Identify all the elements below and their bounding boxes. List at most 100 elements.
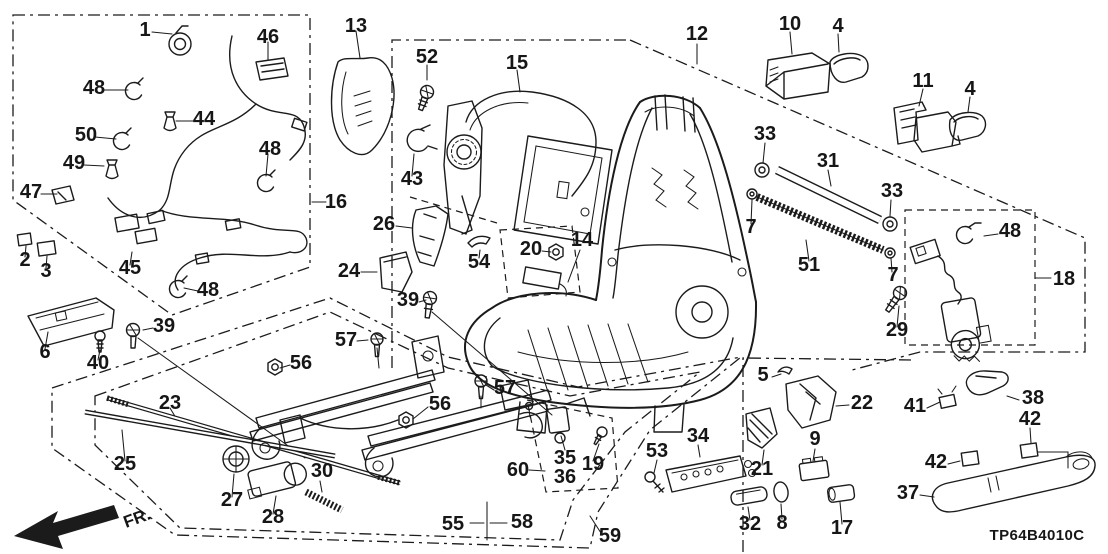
callout-43: 43 — [401, 168, 423, 190]
dashed-box-20 — [499, 225, 581, 299]
clip-48a — [124, 77, 144, 101]
unit-10 — [765, 52, 831, 100]
motor-18-group — [909, 222, 992, 362]
bracket-22 — [785, 375, 837, 429]
fr-label: FR. — [121, 505, 153, 532]
worm-screw-30 — [304, 488, 344, 514]
callout-12: 12 — [686, 23, 708, 45]
callout-50: 50 — [75, 124, 97, 146]
callout-25: 25 — [114, 453, 136, 475]
callout-55: 55 — [442, 513, 464, 535]
callout-52: 52 — [416, 46, 438, 68]
callout-20: 20 — [520, 238, 542, 260]
screw-40 — [94, 330, 106, 353]
dashed-segment-20-link — [409, 196, 498, 224]
callout-5: 5 — [757, 364, 768, 386]
dashed-box-recliner — [391, 39, 630, 368]
callout-28: 28 — [262, 506, 284, 528]
callout-44: 44 — [193, 108, 216, 130]
seat-frame-group — [464, 94, 758, 434]
control-unit-6 — [27, 297, 115, 347]
armrest-group — [931, 370, 1096, 513]
wire-harness-group — [16, 25, 308, 353]
dashed-boundary-right — [629, 39, 1086, 371]
callout-4a: 4 — [832, 15, 844, 37]
bolt-57b — [474, 374, 488, 400]
bolt-57a — [370, 332, 384, 358]
callout-57b: 57 — [494, 377, 516, 399]
backpad-wire-15 — [465, 90, 597, 197]
callout-9: 9 — [809, 428, 820, 450]
callout-49: 49 — [63, 152, 85, 174]
clip-48c — [168, 275, 188, 299]
shield-21 — [745, 407, 778, 449]
callout-47: 47 — [20, 181, 42, 203]
lever-26 — [411, 205, 449, 267]
callout-59: 59 — [599, 525, 621, 547]
callout-23: 23 — [159, 392, 181, 414]
callout-39b: 39 — [397, 289, 419, 311]
clip-5 — [777, 366, 793, 375]
callout-7b: 7 — [887, 264, 898, 286]
callout-48d: 48 — [999, 220, 1021, 242]
relay-3 — [36, 240, 57, 257]
fr-direction-indicator: FR. — [14, 505, 153, 549]
callout-31: 31 — [817, 150, 839, 172]
back-panel — [513, 135, 613, 245]
cap-4b — [948, 111, 987, 141]
callout-14: 14 — [571, 229, 594, 251]
callout-51: 51 — [798, 254, 820, 276]
bottom-right-parts-group — [644, 366, 856, 506]
sensor-14 — [522, 266, 567, 297]
screw-19 — [593, 426, 608, 446]
cover-13-group — [330, 57, 395, 156]
knob-8 — [773, 481, 789, 503]
clip-48b — [256, 169, 276, 193]
dashed-polygon-outer-59 — [51, 297, 742, 549]
clip-42b — [960, 450, 980, 467]
callout-42b: 42 — [925, 451, 947, 473]
bolt-29 — [885, 285, 908, 313]
callout-48b: 48 — [259, 138, 281, 160]
nut-20 — [548, 243, 564, 261]
callout-45: 45 — [119, 257, 141, 279]
callout-26: 26 — [373, 213, 395, 235]
bolt-39a — [125, 322, 141, 349]
callout-13: 13 — [345, 15, 367, 37]
clip-43 — [406, 124, 438, 153]
callout-56b: 56 — [429, 393, 451, 415]
callout-10: 10 — [779, 13, 801, 35]
callout-21: 21 — [751, 458, 773, 480]
clip-48d — [955, 222, 982, 245]
callout-4b: 4 — [964, 78, 976, 100]
leader-lines — [24, 30, 1052, 541]
clip-42a — [1019, 442, 1069, 469]
switch-panel-34 — [665, 455, 757, 493]
callout-30: 30 — [311, 460, 333, 482]
unit-11 — [893, 101, 961, 153]
callout-24: 24 — [338, 260, 361, 282]
dashed-polygon-inner-55 — [94, 311, 701, 541]
callout-33b: 33 — [881, 180, 903, 202]
callout-32: 32 — [739, 513, 761, 535]
dashed-box-60 — [526, 399, 619, 493]
washer-7a — [746, 188, 758, 200]
nut-56a — [267, 358, 283, 376]
callout-40: 40 — [87, 352, 109, 374]
callout-46: 46 — [257, 26, 279, 48]
bolt-52 — [417, 84, 435, 112]
nut-33b — [882, 216, 898, 232]
callout-15: 15 — [506, 52, 528, 74]
callout-41: 41 — [904, 395, 926, 417]
callout-35: 35 — [554, 447, 576, 469]
callout-2: 2 — [19, 249, 30, 271]
bracket-41 — [937, 385, 957, 410]
callout-58: 58 — [511, 511, 533, 533]
clip-54 — [467, 235, 491, 248]
callout-56a: 56 — [290, 352, 312, 374]
callout-11: 11 — [912, 70, 933, 92]
gear-27 — [222, 445, 250, 473]
callout-39a: 39 — [153, 315, 175, 337]
